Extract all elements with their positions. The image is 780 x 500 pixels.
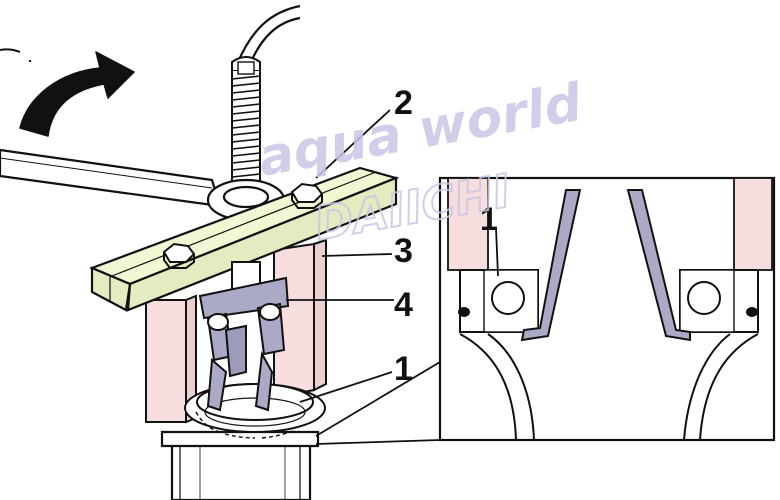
leg-left	[145, 299, 187, 423]
thread-line	[231, 82, 261, 87]
thread-line	[231, 131, 261, 136]
callout-label-4: 4	[394, 286, 413, 324]
svg-text:aqua world: aqua world	[254, 73, 587, 189]
thread-line	[231, 152, 261, 157]
thread-line	[231, 159, 261, 164]
thread-line	[231, 138, 261, 143]
threaded-spindle	[231, 56, 261, 201]
thread-line	[231, 117, 261, 122]
thread-line	[231, 166, 261, 171]
thread-line	[231, 124, 261, 129]
thread-line	[231, 110, 261, 115]
hex-nut-icon	[162, 182, 324, 269]
callout-label-3: 3	[394, 232, 413, 270]
leader-lines	[286, 109, 441, 445]
callout-label-2: 2	[394, 84, 413, 122]
inset-detail: 1	[438, 176, 776, 442]
thread-line	[231, 89, 261, 94]
thread-line	[231, 103, 261, 108]
puller-legs	[145, 238, 327, 424]
thread-line	[231, 96, 261, 101]
thread-line	[231, 75, 261, 80]
thread-line	[231, 173, 261, 178]
callout-label-1: 1	[394, 350, 413, 388]
background-housing	[0, 48, 21, 53]
thread-line	[231, 145, 261, 150]
inset-callout-label-1: 1	[480, 201, 498, 237]
curved-arrow-icon	[19, 51, 135, 137]
tool-cable	[236, 4, 301, 65]
jaw-clamp	[198, 261, 290, 412]
bearing	[184, 383, 326, 439]
